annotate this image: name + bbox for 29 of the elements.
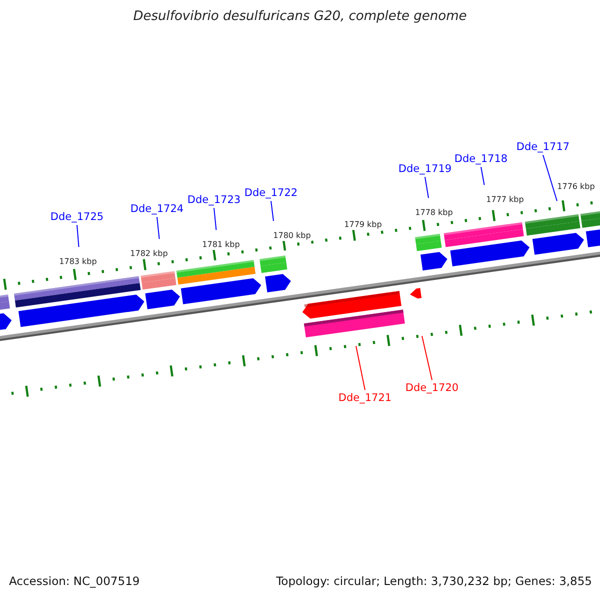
genome-info-text: Topology: circular; Length: 3,730,232 bp; Genes: 3,855 xyxy=(276,574,592,588)
leader-line xyxy=(156,216,160,240)
position-label: 1776 kbp xyxy=(556,182,596,192)
position-label: 1777 kbp xyxy=(485,195,525,205)
leader-line xyxy=(424,176,429,198)
position-label: 1783 kbp xyxy=(58,257,98,267)
leader-line xyxy=(422,336,432,380)
leader-line xyxy=(270,200,274,222)
leader-line xyxy=(356,346,366,390)
leader-line xyxy=(542,154,558,202)
map-title: Desulfovibrio desulfuricans G20, complete genome xyxy=(132,9,468,24)
position-label: 1780 kbp xyxy=(272,231,312,241)
gene-label: Dde_1722 xyxy=(244,187,298,199)
gene-label: Dde_1725 xyxy=(50,211,104,223)
gene-label: Dde_1720 xyxy=(405,382,459,394)
accession-text: Accession: NC_007519 xyxy=(9,574,140,588)
position-label: 1779 kbp xyxy=(343,220,383,230)
position-label: 1781 kbp xyxy=(201,240,241,250)
gene-label: Dde_1723 xyxy=(187,194,241,206)
leader-line xyxy=(214,208,217,230)
gene-label: Dde_1718 xyxy=(454,153,508,165)
leader-line xyxy=(76,224,80,248)
leader-line xyxy=(480,166,485,186)
position-label: 1782 kbp xyxy=(129,249,169,259)
position-label: 1778 kbp xyxy=(414,208,454,218)
gene-label: Dde_1719 xyxy=(398,163,452,175)
gene-label: Dde_1721 xyxy=(338,392,392,404)
gene-label: Dde_1717 xyxy=(516,141,570,153)
gene-label: Dde_1724 xyxy=(130,203,184,215)
